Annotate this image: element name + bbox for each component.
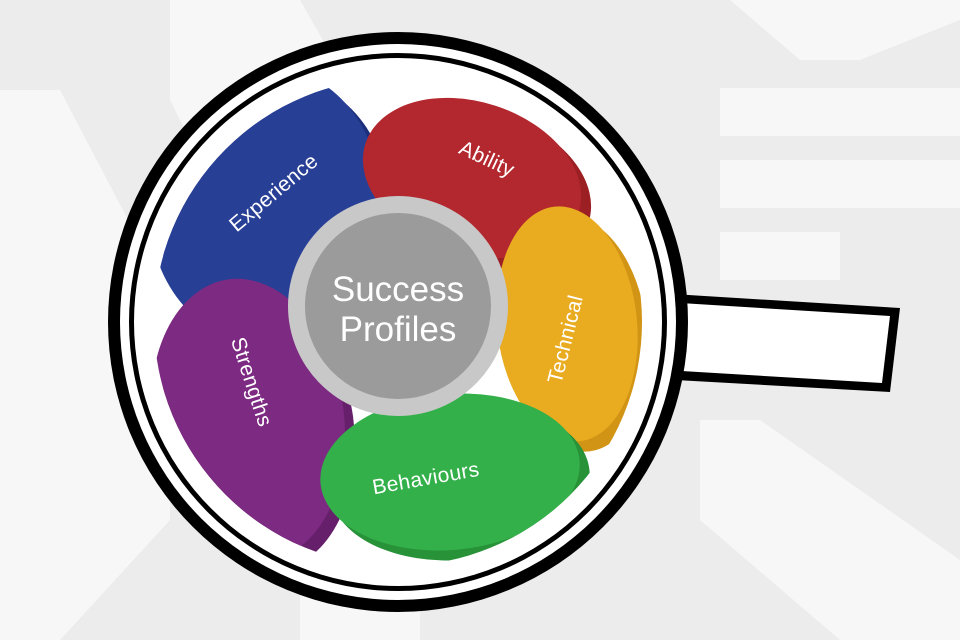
center-title-line-1: Success [332,270,464,309]
petal-technical: Technical [496,206,642,452]
petal-behaviours: Behaviours [320,393,590,561]
center-title-line-2: Profiles [340,310,457,349]
magnifier-handle [640,292,900,392]
center-hub: Success Profiles [288,196,508,416]
petal-shape [496,206,638,442]
petal-shape [320,393,580,551]
